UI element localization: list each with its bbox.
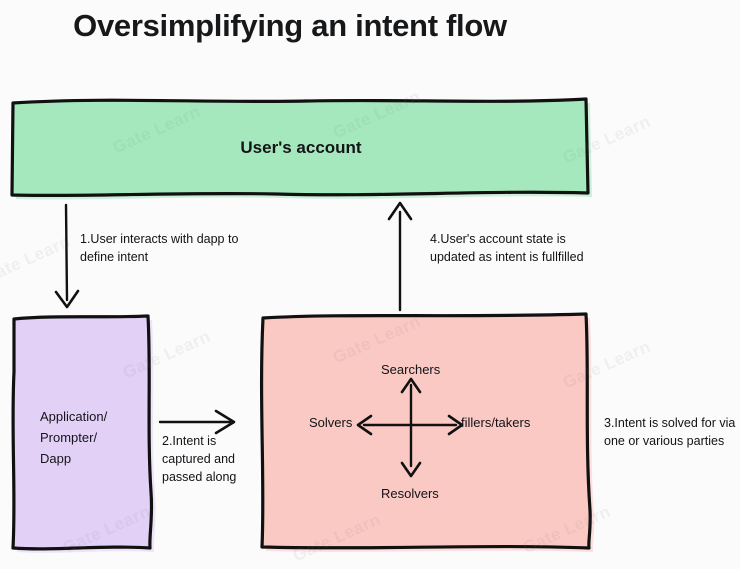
arrow-step1-down [54,203,80,309]
step-3-label: 3.Intent is solved for via one or variou… [604,416,736,448]
purple-box-outline [11,314,154,551]
node-application-line3: Dapp [40,451,72,466]
step-2-label: 2.Intent is captured and passed along [162,434,237,484]
arrow-step4-up [387,201,413,312]
arrow-step2-right [158,409,236,435]
node-solver-network[interactable] [256,310,598,556]
node-user-account-label: User's account [240,138,362,157]
step-4-label: 4.User's account state is updated as int… [430,232,584,264]
pink-box-outline [259,312,592,550]
cross-label-resolvers: Resolvers [381,486,439,501]
cross-label-solvers: Solvers [309,415,353,430]
green-box-outline [10,97,590,198]
step-1-label: 1.User interacts with dapp to define int… [80,232,239,264]
node-user-account[interactable]: User's account [6,93,596,203]
node-application-label: Application/ Prompter/ Dapp [40,406,107,469]
node-application[interactable]: Application/ Prompter/ Dapp [8,312,160,556]
page-title: Oversimplifying an intent flow [73,8,507,43]
node-application-line1: Application/ [40,409,108,424]
cross-label-fillers-takers: fillers/takers [461,415,531,430]
node-application-line2: Prompter/ [40,430,98,445]
watermark-text: Gate Learn [0,231,74,288]
cross-label-searchers: Searchers [381,362,441,377]
